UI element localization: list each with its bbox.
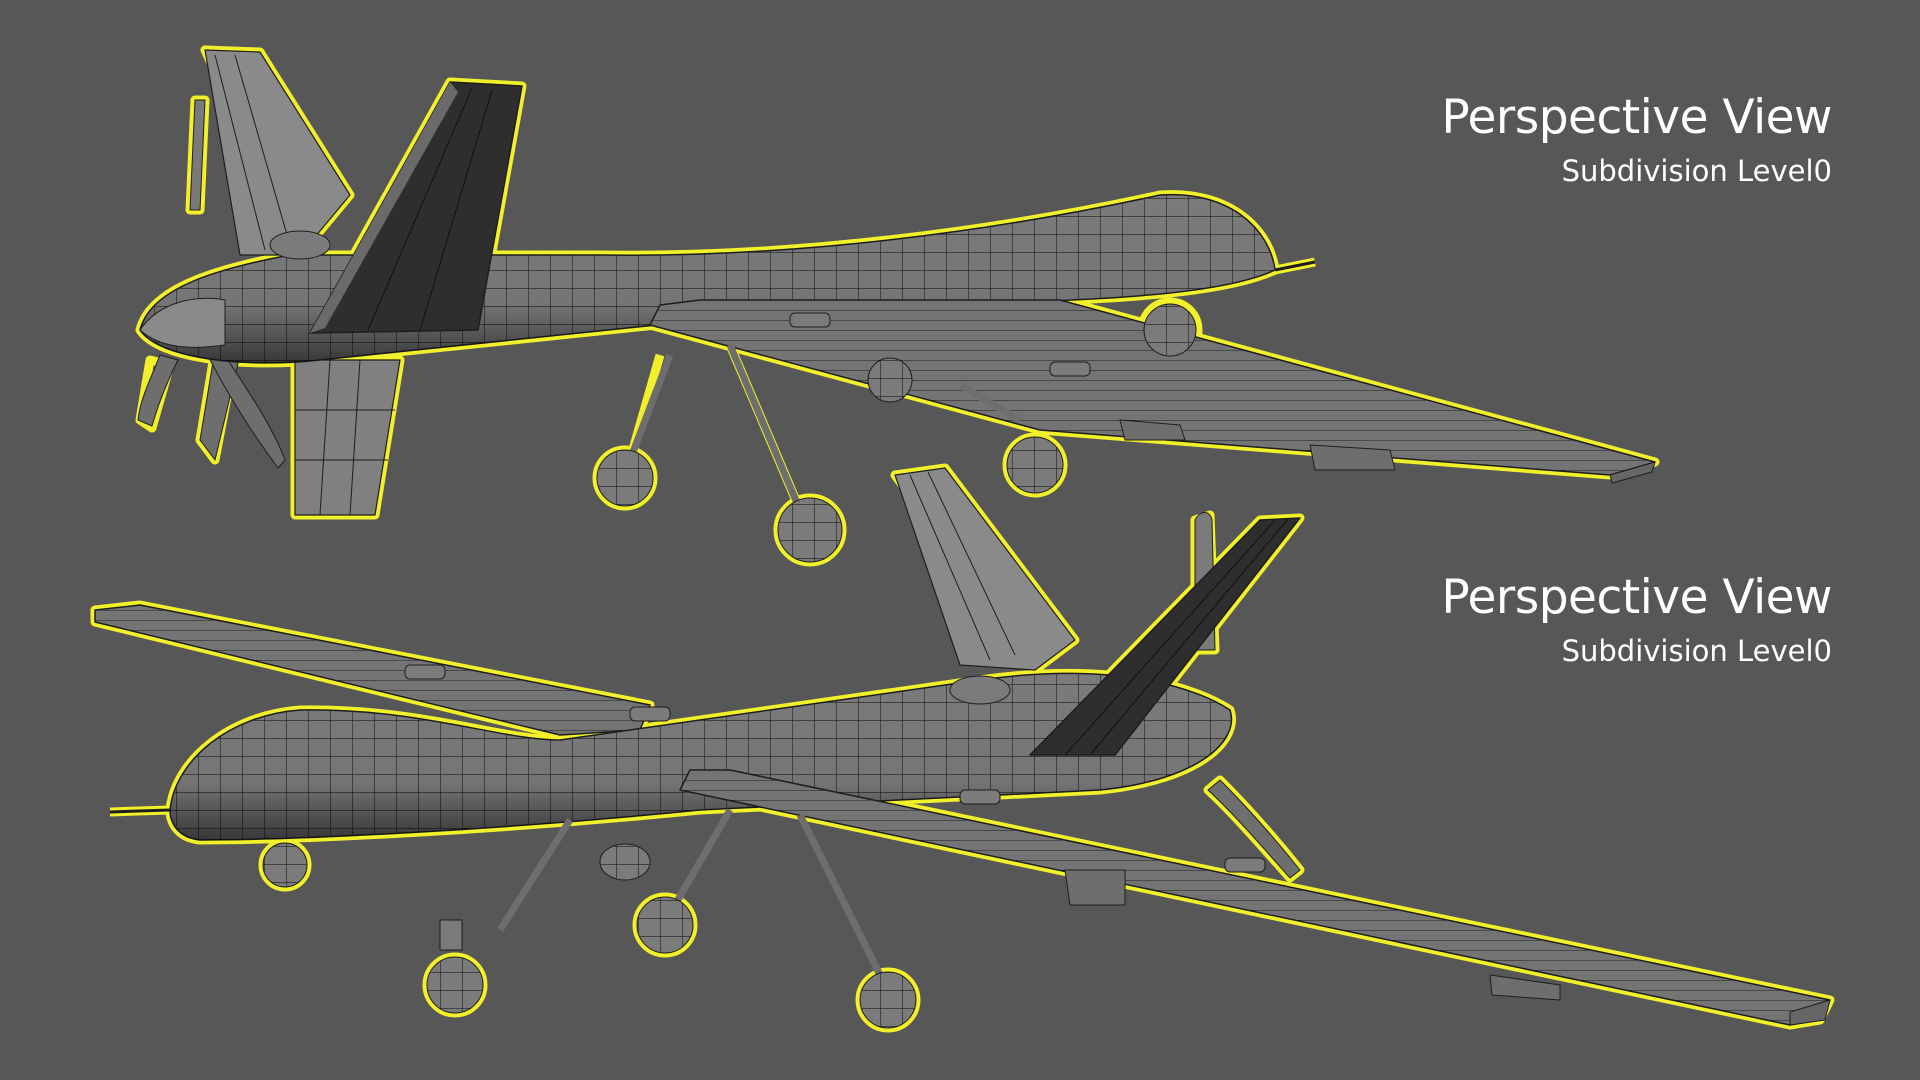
nose-cone bbox=[139, 297, 226, 348]
view-label-top: Perspective View Subdivision Level0 bbox=[1441, 90, 1832, 189]
tail-fin-back bbox=[894, 467, 1076, 671]
tail-fin-back bbox=[204, 49, 351, 256]
drone-bottom-view bbox=[90, 463, 1835, 1033]
view-title: Perspective View bbox=[1441, 90, 1832, 145]
propeller-blade bbox=[1207, 779, 1301, 879]
propeller bbox=[137, 99, 286, 469]
drone-top-view bbox=[135, 45, 1660, 567]
wing-right bbox=[679, 769, 1831, 1026]
tail-fin-front bbox=[309, 81, 523, 334]
ventral-fin bbox=[294, 359, 401, 516]
view-title: Perspective View bbox=[1441, 570, 1832, 625]
landing-gear bbox=[262, 808, 917, 1029]
landing-gear bbox=[596, 303, 1197, 563]
tail-fin-front bbox=[1029, 517, 1301, 756]
view-subtitle: Subdivision Level0 bbox=[1561, 634, 1832, 668]
view-label-bottom: Perspective View Subdivision Level0 bbox=[1441, 570, 1832, 669]
view-subtitle: Subdivision Level0 bbox=[1561, 154, 1832, 188]
